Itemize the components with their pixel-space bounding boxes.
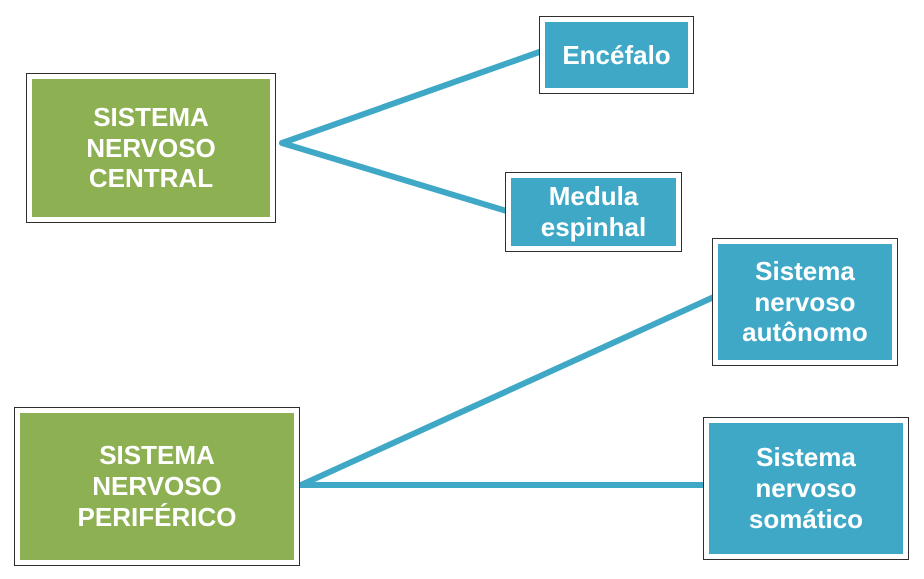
encefalo-label: Encéfalo	[545, 22, 688, 88]
medula-espinhal-label: Medula espinhal	[511, 178, 676, 246]
connector-snp-autonomo	[298, 293, 719, 488]
peripheral-nervous-system-box: SISTEMA NERVOSO PERIFÉRICO	[14, 407, 300, 566]
connector-snc-encefalo	[279, 47, 548, 146]
somatic-nervous-system-box: Sistema nervoso somático	[703, 417, 909, 560]
encefalo-box: Encéfalo	[539, 16, 694, 94]
connector-snc-medula	[279, 140, 513, 215]
somatic-nervous-system-label: Sistema nervoso somático	[709, 423, 903, 554]
central-nervous-system-label: SISTEMA NERVOSO CENTRAL	[32, 79, 270, 217]
autonomic-nervous-system-box: Sistema nervoso autônomo	[712, 238, 898, 366]
central-nervous-system-box: SISTEMA NERVOSO CENTRAL	[26, 73, 276, 223]
peripheral-nervous-system-label: SISTEMA NERVOSO PERIFÉRICO	[20, 413, 294, 560]
autonomic-nervous-system-label: Sistema nervoso autônomo	[718, 244, 892, 360]
medula-espinhal-box: Medula espinhal	[505, 172, 682, 252]
